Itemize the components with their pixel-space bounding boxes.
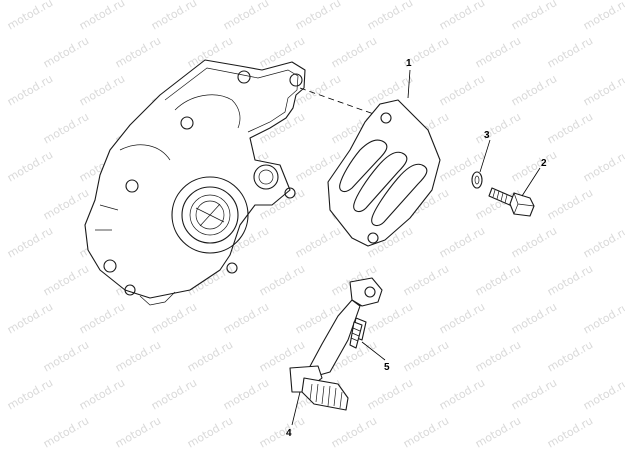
callout-label-3: 3: [484, 130, 490, 141]
watermark-text: motod.ru: [77, 300, 127, 336]
watermark-text: motod.ru: [437, 0, 487, 33]
watermark-text: motod.ru: [473, 110, 523, 146]
watermark-text: motod.ru: [257, 414, 307, 450]
watermark-text: motod.ru: [293, 224, 343, 260]
watermark-text: motod.ru: [581, 148, 625, 184]
watermark-text: motod.ru: [149, 0, 199, 33]
watermark-text: motod.ru: [77, 72, 127, 108]
watermark-text: motod.ru: [509, 148, 559, 184]
watermark-text: motod.ru: [365, 0, 415, 33]
watermark-text: motod.ru: [329, 414, 379, 450]
watermark-text: motod.ru: [293, 0, 343, 33]
watermark-text: motod.ru: [113, 34, 163, 70]
watermark-text: motod.ru: [437, 224, 487, 260]
watermark-text: motod.ru: [365, 300, 415, 336]
leader-line-5: [361, 341, 386, 361]
watermark-text: motod.ru: [221, 300, 271, 336]
watermark-text: motod.ru: [41, 110, 91, 146]
leader-line-2: [521, 167, 541, 197]
watermark-text: motod.ru: [401, 338, 451, 374]
cover-plate: [327, 99, 441, 247]
callout-label-5: 5: [384, 362, 390, 373]
pinch-bolt: [349, 317, 367, 349]
watermark-text: motod.ru: [437, 376, 487, 412]
callout-label-4: 4: [286, 428, 292, 439]
watermark-text: motod.ru: [581, 376, 625, 412]
watermark-text: motod.ru: [509, 0, 559, 33]
watermark-text: motod.ru: [437, 72, 487, 108]
watermark-text: motod.ru: [545, 34, 595, 70]
watermark-text: motod.ru: [509, 72, 559, 108]
watermark-text: motod.ru: [473, 338, 523, 374]
leader-line-3: [479, 139, 491, 173]
bolt: [488, 187, 535, 217]
watermark-text: motod.ru: [545, 262, 595, 298]
watermark-text: motod.ru: [149, 300, 199, 336]
watermark-text: motod.ru: [221, 0, 271, 33]
watermark-text: motod.ru: [545, 110, 595, 146]
watermark-text: motod.ru: [113, 338, 163, 374]
watermark-text: motod.ru: [401, 414, 451, 450]
watermark-text: motod.ru: [77, 0, 127, 33]
watermark-text: motod.ru: [185, 414, 235, 450]
leader-line-1: [407, 69, 411, 99]
watermark-text: motod.ru: [77, 376, 127, 412]
watermark-text: motod.ru: [5, 376, 55, 412]
watermark-text: motod.ru: [581, 300, 625, 336]
gear-shift-lever: [289, 277, 383, 411]
washer: [471, 171, 483, 189]
watermark-text: motod.ru: [473, 414, 523, 450]
watermark-text: motod.ru: [41, 262, 91, 298]
watermark-text: motod.ru: [41, 186, 91, 222]
watermark-text: motod.ru: [545, 186, 595, 222]
watermark-text: motod.ru: [581, 72, 625, 108]
watermark-text: motod.ru: [149, 376, 199, 412]
watermark-text: motod.ru: [5, 148, 55, 184]
crankcase-cover: [84, 59, 306, 306]
watermark-text: motod.ru: [509, 376, 559, 412]
watermark-text: motod.ru: [545, 338, 595, 374]
watermark-text: motod.ru: [401, 262, 451, 298]
watermark-text: motod.ru: [41, 338, 91, 374]
watermark-text: motod.ru: [185, 338, 235, 374]
watermark-text: motod.ru: [473, 262, 523, 298]
watermark-text: motod.ru: [41, 414, 91, 450]
watermark-text: motod.ru: [113, 414, 163, 450]
watermark-text: motod.ru: [581, 224, 625, 260]
watermark-text: motod.ru: [5, 224, 55, 260]
watermark-text: motod.ru: [5, 300, 55, 336]
watermark-text: motod.ru: [509, 224, 559, 260]
callout-label-2: 2: [541, 158, 547, 169]
leader-line-4: [291, 391, 301, 426]
watermark-text: motod.ru: [5, 72, 55, 108]
watermark-text: motod.ru: [5, 0, 55, 33]
watermark-text: motod.ru: [221, 376, 271, 412]
watermark-text: motod.ru: [473, 34, 523, 70]
callout-label-1: 1: [406, 58, 412, 69]
watermark-text: motod.ru: [41, 34, 91, 70]
watermark-text: motod.ru: [257, 262, 307, 298]
watermark-text: motod.ru: [581, 0, 625, 33]
alignment-line: [299, 87, 386, 119]
watermark-text: motod.ru: [329, 34, 379, 70]
watermark-text: motod.ru: [509, 300, 559, 336]
watermark-text: motod.ru: [365, 376, 415, 412]
watermark-text: motod.ru: [545, 414, 595, 450]
watermark-text: motod.ru: [437, 300, 487, 336]
